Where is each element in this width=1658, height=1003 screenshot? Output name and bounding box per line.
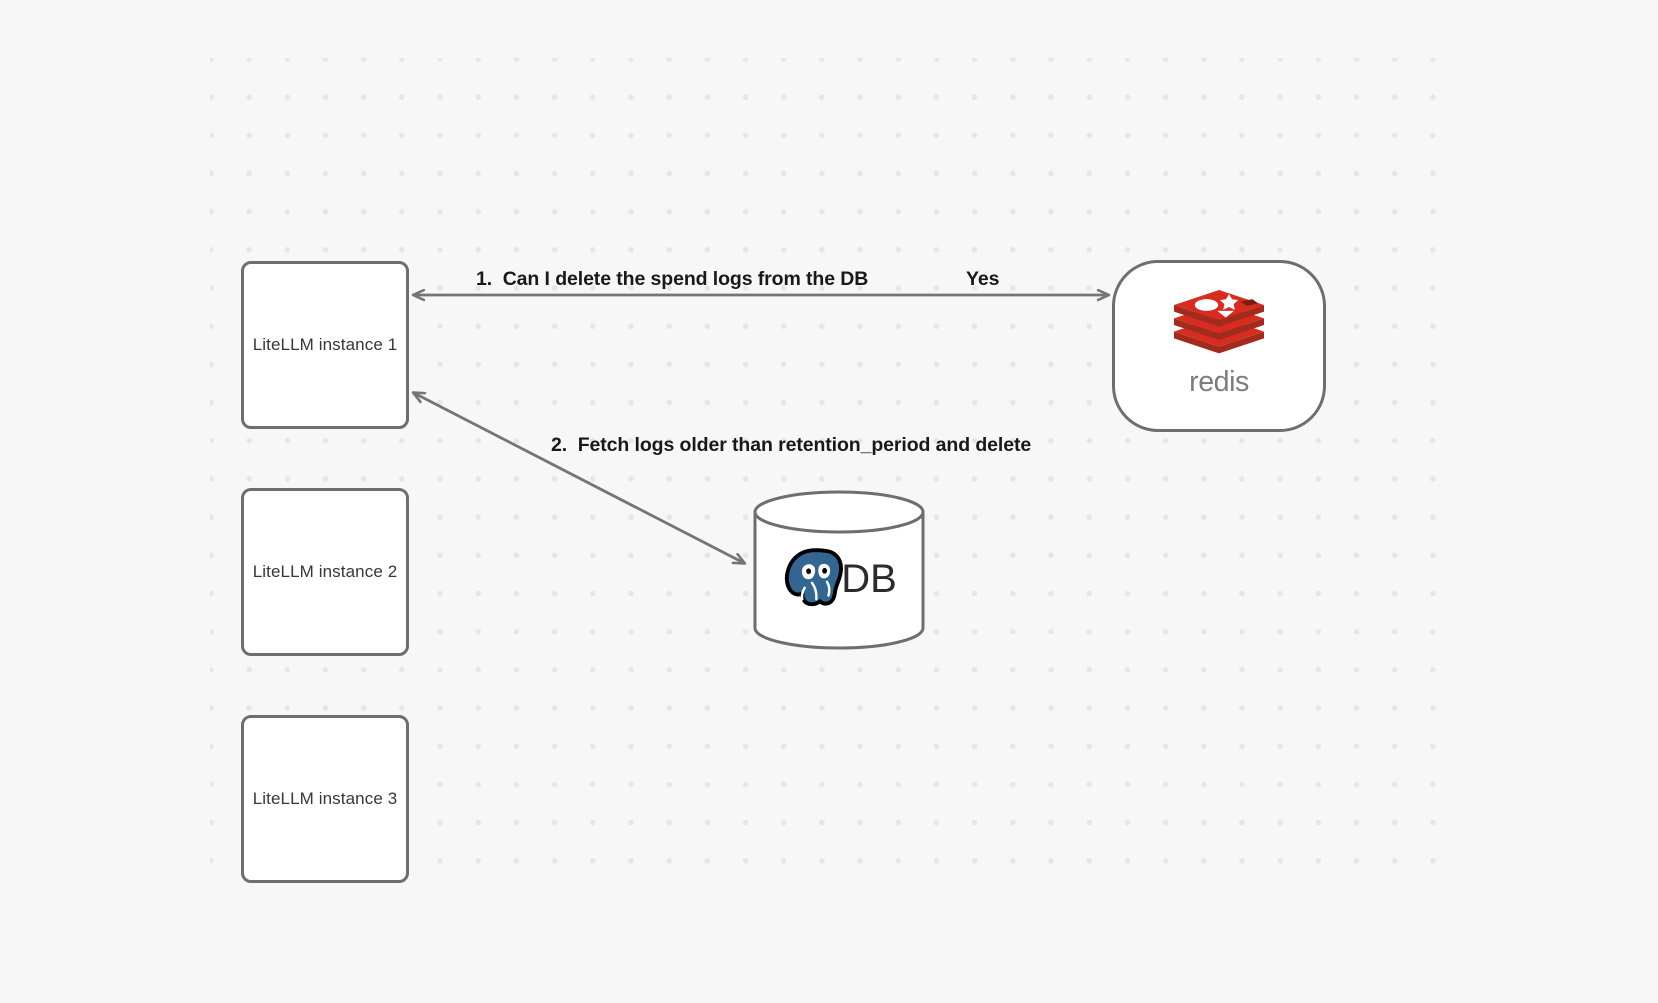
database-label: DB: [841, 557, 897, 601]
node-litellm-instance-2[interactable]: LiteLLM instance 2: [241, 488, 409, 656]
node-litellm-instance-3[interactable]: LiteLLM instance 3: [241, 715, 409, 883]
edge-label-1-reply: Yes: [966, 268, 1000, 290]
postgresql-elephant-icon: [785, 548, 844, 607]
redis-wordmark-icon: redis: [1189, 366, 1249, 398]
node-litellm-instance-3-label: LiteLLM instance 3: [252, 789, 398, 808]
node-database[interactable]: DB: [752, 490, 926, 650]
redis-logo-icon: [1174, 290, 1264, 354]
edge-label-1: 1. Can I delete the spend logs from the …: [476, 268, 869, 290]
node-litellm-instance-1-label: LiteLLM instance 1: [252, 335, 398, 354]
node-litellm-instance-1[interactable]: LiteLLM instance 1: [241, 261, 409, 429]
database-content: DB: [752, 534, 926, 624]
node-redis[interactable]: redis: [1112, 260, 1326, 432]
edge-litellm1-db[interactable]: [414, 393, 744, 563]
edge-label-2: 2. Fetch logs older than retention_perio…: [551, 434, 1032, 456]
svg-text:redis: redis: [1189, 366, 1249, 398]
node-litellm-instance-2-label: LiteLLM instance 2: [252, 562, 398, 581]
